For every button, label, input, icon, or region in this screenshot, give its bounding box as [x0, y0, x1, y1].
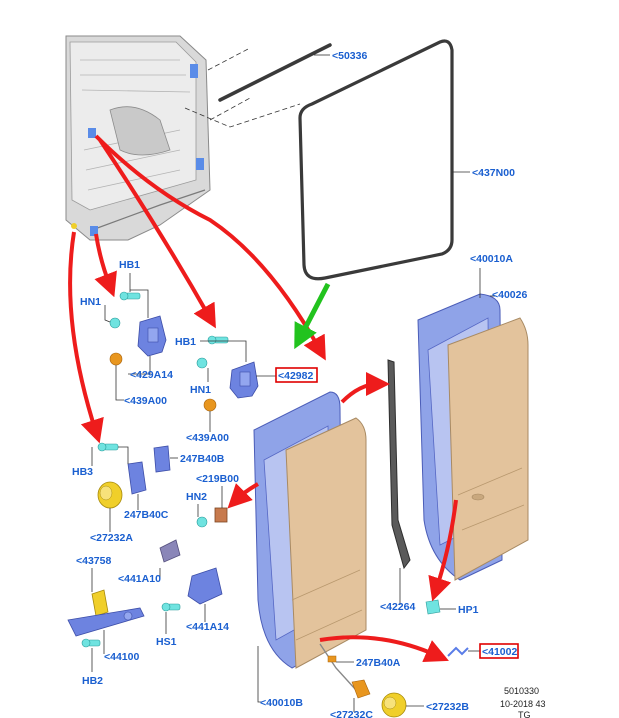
- latch-marker-dot: [71, 223, 77, 229]
- bolt-HB2: [81, 638, 101, 648]
- label-27232A: <27232A: [90, 532, 133, 544]
- label-50336: <50336: [332, 50, 367, 62]
- bumper-43758: [91, 589, 109, 617]
- label-42264: <42264: [380, 601, 415, 613]
- highlight-box-41002: [479, 643, 519, 659]
- door-right-40010A: [417, 293, 529, 581]
- red-arrows: [68, 134, 458, 663]
- label-247B40C: 247B40C: [124, 509, 169, 521]
- label-247B40B: 247B40B: [180, 453, 225, 465]
- label-HP1: HP1: [458, 604, 479, 616]
- latch-27232A: [97, 481, 123, 509]
- bolt-HB1-upper: [119, 291, 141, 301]
- nut-HN2: [196, 516, 208, 528]
- label-27232C: <27232C: [330, 709, 373, 718]
- label-HN2: HN2: [186, 491, 207, 503]
- weatherstrip-42264: [387, 359, 411, 570]
- cover-441A10: [159, 539, 181, 563]
- nut-HN1-upper: [109, 317, 121, 329]
- screw-HS1: [161, 602, 181, 612]
- label-439A00-middle: <439A00: [186, 432, 229, 444]
- figure-date: 10-2018 43: [500, 699, 546, 709]
- label-43758: <43758: [76, 555, 111, 567]
- green-arrow: [294, 282, 331, 350]
- bolt-HB1-middle: [207, 335, 229, 345]
- label-437N00: <437N00: [472, 167, 515, 179]
- bracket-247B40C: [127, 461, 147, 495]
- hinge-mount-marker-top: [190, 64, 198, 78]
- bracket-247B40B: [153, 445, 171, 473]
- label-439A00-upper: <439A00: [124, 395, 167, 407]
- label-429A14: <429A14: [130, 369, 173, 381]
- rod-41002: [447, 646, 469, 657]
- label-247B40A: 247B40A: [356, 657, 401, 669]
- label-HN1-upper: HN1: [80, 296, 101, 308]
- label-HS1: HS1: [156, 636, 177, 648]
- figure-reference: 5010330 10-2018 43 TG: [500, 686, 546, 718]
- weatherstrip-50336: [218, 43, 332, 102]
- label-40026: <40026: [492, 289, 527, 301]
- label-42982: <42982: [278, 370, 313, 382]
- label-HB1-middle: HB1: [175, 336, 196, 348]
- label-HB2: HB2: [82, 675, 103, 687]
- figure-initials: TG: [518, 710, 531, 718]
- bolt-HB3: [97, 442, 119, 452]
- label-HB1-upper: HB1: [119, 259, 140, 271]
- highlight-box-42982: [275, 367, 318, 383]
- label-40010B: <40010B: [260, 697, 303, 709]
- door-seal-437N00: [298, 39, 454, 281]
- bushing-439A00-upper: [109, 352, 123, 366]
- latch-27232C: [351, 679, 371, 699]
- latch-27232B: [381, 692, 407, 718]
- rod-247B40A: [319, 643, 357, 691]
- label-441A14: <441A14: [186, 621, 229, 633]
- hinge-lower-441A14: [187, 567, 223, 605]
- door-left-40010B: [253, 391, 367, 669]
- figure-code: 5010330: [504, 686, 539, 696]
- hinge-mount-marker-left: [88, 128, 96, 138]
- label-HB3: HB3: [72, 466, 93, 478]
- van-body-rear: [65, 35, 211, 241]
- striker-219B00: [214, 507, 228, 523]
- bushing-439A00-middle: [203, 398, 217, 412]
- label-44100: <44100: [104, 651, 139, 663]
- label-27232B: <27232B: [426, 701, 469, 713]
- label-441A10: <441A10: [118, 573, 161, 585]
- label-219B00: <219B00: [196, 473, 239, 485]
- clip-HP1: [425, 599, 441, 615]
- check-arm-44100: [67, 607, 145, 637]
- label-41002: <41002: [482, 646, 517, 658]
- hinge-upper-429A14: [137, 315, 167, 357]
- hinge-mount-marker-mid: [196, 158, 204, 170]
- hinge-middle: [229, 361, 259, 399]
- label-HN1-middle: HN1: [190, 384, 211, 396]
- label-40010A: <40010A: [470, 253, 513, 265]
- nut-HN1-middle: [196, 357, 208, 369]
- hinge-mount-marker-bottom: [90, 226, 98, 236]
